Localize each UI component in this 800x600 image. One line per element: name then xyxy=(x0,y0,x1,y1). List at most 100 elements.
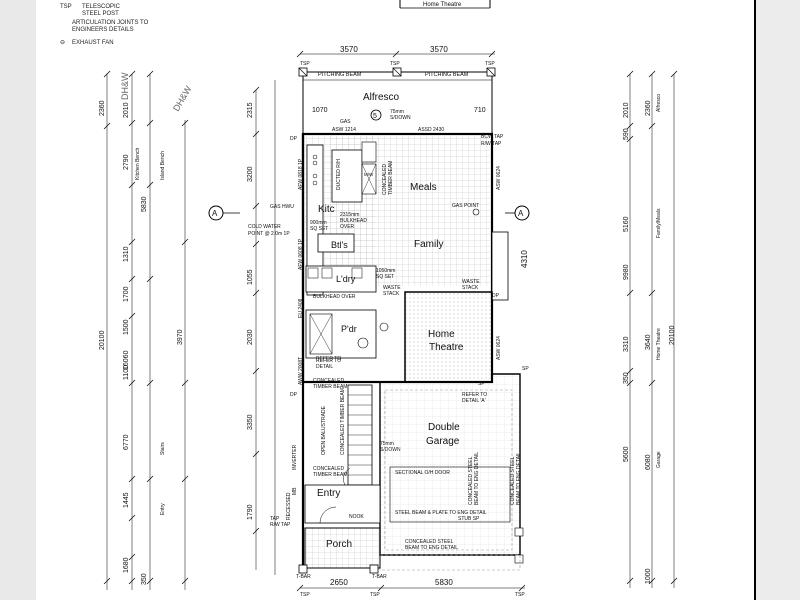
bottom-dimensions: 2650 5830 TSP TSP TSP xyxy=(296,578,525,598)
section-marker-right: A xyxy=(505,205,530,221)
room-pdr: P'dr xyxy=(341,324,357,334)
laundry: L'dry 1050mm SQ SET BULKHEAD OVER xyxy=(305,265,395,300)
dim-right-6080: 6080 xyxy=(645,454,652,470)
bulkhead-over-laundry: BULKHEAD OVER xyxy=(313,294,356,300)
sq-900mm: 900mm xyxy=(310,220,327,226)
room-family: Family xyxy=(414,239,443,250)
t-bar-left: T-BAR xyxy=(296,574,311,580)
dim-right-1000: 1000 xyxy=(645,568,652,584)
dim-left-1310: 1310 xyxy=(123,246,130,262)
top-title: Home Theatre xyxy=(423,2,462,8)
downpipe-top-left: DP xyxy=(290,136,298,142)
window-afw-0818: AFW 0818 1P xyxy=(298,158,304,190)
room-garage-2: Garage xyxy=(426,436,460,447)
dim-right-2360: 2360 xyxy=(645,100,652,116)
left-dimension-ticks xyxy=(103,70,260,585)
concealed-timber-beam-2: TIMBER BEAM xyxy=(388,161,394,195)
steel-beam-plate: STEEL BEAM & PLATE TO ENG DETAIL xyxy=(395,510,487,516)
waste-stack-2-a: WASTE xyxy=(462,279,480,285)
dim-1070: 1070 xyxy=(312,107,328,114)
stub-sp: STUB SP xyxy=(458,516,480,522)
dim-left-1445: 1445 xyxy=(123,492,130,508)
dim-left-2010: 2010 xyxy=(123,102,130,118)
legend-articulation-2: ENGINEERS DETAILS xyxy=(72,27,134,33)
sq-set-2: SQ SET xyxy=(376,274,394,280)
bay-window-right xyxy=(491,231,509,301)
dim-left-2030: 2030 xyxy=(247,329,254,345)
sp-garage: SP xyxy=(478,381,485,387)
refer-to: REFER TO xyxy=(316,358,341,364)
tap-porch: TAP xyxy=(270,516,280,522)
room-home-theatre-2: Theatre xyxy=(429,342,464,353)
refer-detail: DETAIL xyxy=(316,364,333,370)
room-home-theatre-1: Home xyxy=(428,329,455,340)
dim-right-350: 350 xyxy=(623,372,630,384)
legend-prefix: TSP xyxy=(60,4,72,10)
alfresco-down-mm: 75mm xyxy=(390,109,404,115)
refer-label: REFER TO xyxy=(316,356,341,362)
caption-home-theatre: Home Theatre xyxy=(656,328,662,360)
right-dimension-captions: Alfresco Family/Meals Home Theatre Garag… xyxy=(656,94,662,468)
pitching-beam-left: PITCHING BEAM xyxy=(318,72,362,78)
top-dimensions: 3570 3570 xyxy=(296,45,496,58)
right-dimensions: 2010 2360 5160 9980 3310 3640 5600 6080 … xyxy=(623,100,676,584)
legend-exhaust: EXHAUST FAN xyxy=(72,40,114,46)
garage: Double Garage REFER TO DETAIL 'A' CONCEA… xyxy=(379,366,529,571)
concealed-steel-bottom-2: BEAM TO ENG DETAIL xyxy=(405,545,458,551)
dim-left-total: 20100 xyxy=(99,330,106,350)
right-dimension-ticks xyxy=(626,70,678,585)
recessed: RECESSED xyxy=(286,492,292,520)
concealed-steel-v4: BEAM TO ENG DETAIL xyxy=(516,452,522,505)
bulkhead-mm: 2315mm xyxy=(340,212,359,218)
concealed-steel-bottom-1: CONCEALED STEEL xyxy=(405,539,454,545)
tsp-top-mid: TSP xyxy=(390,61,400,67)
alfresco-gas: GAS xyxy=(340,119,351,125)
concealed-steel-v1: CONCEALED STEEL xyxy=(468,456,474,505)
dim-left-2790: 2790 xyxy=(123,154,130,170)
window-afw-0608: AFW 0608 1P xyxy=(298,238,304,270)
section-a-right: A xyxy=(518,209,524,218)
caption-island-bench: Island Bench xyxy=(160,151,166,180)
dim-left-6770: 6770 xyxy=(123,434,130,450)
dhw-label-2: DH&W xyxy=(171,84,194,113)
alfresco-structure: PITCHING BEAM PITCHING BEAM TSP TSP TSP … xyxy=(298,61,496,135)
butlers-pantry xyxy=(317,233,355,253)
right-dimension-lines xyxy=(629,74,675,588)
bulkhead-over: OVER xyxy=(340,224,355,230)
dim-left-1100: 1100 xyxy=(123,365,130,380)
caption-entry: Entry xyxy=(160,503,166,515)
dim-left-1055: 1055 xyxy=(247,269,254,285)
dim-left-1700: 1700 xyxy=(123,286,130,302)
concealed-steel-v3: CONCEALED STEEL xyxy=(510,456,516,505)
legend-articulation-1: ARTICULATION JOINTS TO xyxy=(72,20,149,26)
room-porch: Porch xyxy=(326,539,352,550)
meter-box: MB xyxy=(292,487,298,495)
downpipe-left: DP xyxy=(290,392,298,398)
bulkhead-label: BULKHEAD xyxy=(340,218,367,224)
t-bar-right: T-BAR xyxy=(372,574,387,580)
concealed-timber-2: TIMBER BEAM xyxy=(313,384,347,390)
dim-right-3640: 3640 xyxy=(645,334,652,350)
dim-left-3350: 3350 xyxy=(247,414,254,430)
dim-left-1680: 1680 xyxy=(123,557,130,573)
gas-point: GAS POINT xyxy=(452,203,479,209)
microwave: M/W xyxy=(364,172,374,177)
dhw-label-1: DH&W xyxy=(120,72,130,100)
dim-left-3970: 3970 xyxy=(177,329,184,345)
right-margin-strip xyxy=(754,0,800,600)
dim-bottom-left: 2650 xyxy=(330,578,348,587)
waste-stack-1-a: WASTE xyxy=(383,285,401,291)
window-asw-0624-top: ASW 0624 xyxy=(496,166,502,190)
room-entry: Entry xyxy=(317,488,340,499)
room-garage-1: Double xyxy=(428,422,460,433)
alfresco-s-down: S/DOWN xyxy=(390,115,411,121)
dim-right-590: 590 xyxy=(623,128,630,140)
dim-left-350: 350 xyxy=(141,573,148,585)
left-dimensions: 2360 20100 2010 2790 1310 1700 1500 1100… xyxy=(99,100,254,585)
caption-garage: Garage xyxy=(656,451,662,468)
section-marker-left: A xyxy=(208,205,240,221)
cold-water-2: POINT @ 2.0m 1P xyxy=(248,231,290,237)
tsp-bottom-left: TSP xyxy=(300,592,310,598)
caption-alfresco: Alfresco xyxy=(656,94,662,112)
left-dimension-captions: Kitchen Bench Island Bench Stairs Entry xyxy=(135,148,166,515)
